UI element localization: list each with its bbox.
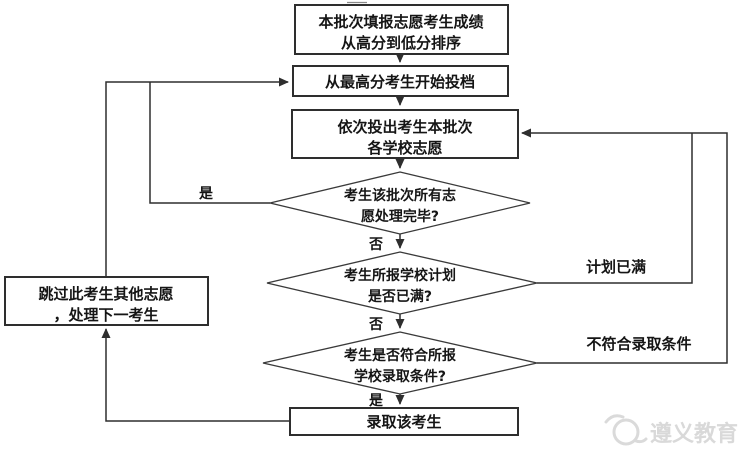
qualified-diamond <box>262 331 538 395</box>
dispatch-line2: 各学校志愿 <box>366 139 442 157</box>
watermark-wing-icon <box>604 414 625 424</box>
plan-full-line1: 考生所报学校计划 <box>344 267 456 284</box>
admit-label: 录取该考生 <box>366 413 441 431</box>
start-filing-label: 从最高分考生开始投档 <box>325 73 475 91</box>
node-start-filing: 从最高分考生开始投档 <box>292 65 509 97</box>
plan-full-line2: 是否已满? <box>368 288 432 305</box>
sort-scores-line2: 从高分到低分排序 <box>341 34 461 52</box>
edge-admit-to-skip <box>101 328 290 422</box>
plan-full-diamond <box>266 251 538 315</box>
watermark-bird-icon <box>612 418 640 446</box>
start-filing-box <box>292 65 509 97</box>
watermark-label: 遵义教育 <box>650 421 738 447</box>
node-admit: 录取该考生 <box>289 407 519 436</box>
sort-scores-line1: 本批次填报志愿考生成绩 <box>318 13 483 31</box>
skip-candidate-line1: 跳过此考生其他志愿 <box>38 285 173 303</box>
node-skip-candidate: 跳过此考生其他志愿 ，处理下一考生 <box>4 276 209 326</box>
dispatch-volunteers-box <box>291 109 519 159</box>
skip-candidate-line2: ，处理下一考生 <box>53 306 158 324</box>
edge-skip-to-start-loop <box>105 77 289 277</box>
edge-labels: 是 否 否 是 计划已满 不符合录取条件 <box>199 186 692 409</box>
node-dispatch-volunteers: 依次投出考生本批次 各学校志愿 <box>291 109 519 159</box>
label-plan-full: 计划已满 <box>586 258 646 276</box>
decision-qualified: 考生是否符合所报 学校录取条件? <box>262 331 538 395</box>
node-sort-scores: 本批次填报志愿考生成绩 从高分到低分排序 <box>294 4 509 55</box>
label-no-all-processed: 否 <box>368 237 383 253</box>
skip-candidate-box <box>4 276 209 326</box>
label-not-qualified: 不符合录取条件 <box>586 335 691 353</box>
edge-q1-yes-loop <box>149 82 270 204</box>
sort-scores-box <box>294 4 509 55</box>
decision-all-processed: 考生该批次所有志 愿处理完毕? <box>269 171 531 235</box>
all-processed-line1: 考生该批次所有志 <box>344 187 456 204</box>
all-processed-line2: 愿处理完毕? <box>361 208 439 225</box>
watermark-tail-icon <box>634 437 648 444</box>
edge-q2-plan-full-loop <box>537 133 693 284</box>
label-yes-all-processed: 是 <box>199 186 214 202</box>
admit-box <box>289 407 519 436</box>
dispatch-line1: 依次投出考生本批次 <box>337 118 472 136</box>
decision-plan-full: 考生所报学校计划 是否已满? <box>266 251 538 315</box>
all-processed-diamond <box>269 171 531 235</box>
qualified-line2: 学校录取条件? <box>354 368 446 385</box>
connectors <box>101 53 728 422</box>
watermark: 遵义教育 <box>604 414 738 447</box>
edge-q3-not-qualified-loop <box>521 128 728 364</box>
qualified-line1: 考生是否符合所报 <box>344 347 456 364</box>
label-no-plan-full: 否 <box>368 317 383 333</box>
label-yes-qualified: 是 <box>369 393 384 409</box>
